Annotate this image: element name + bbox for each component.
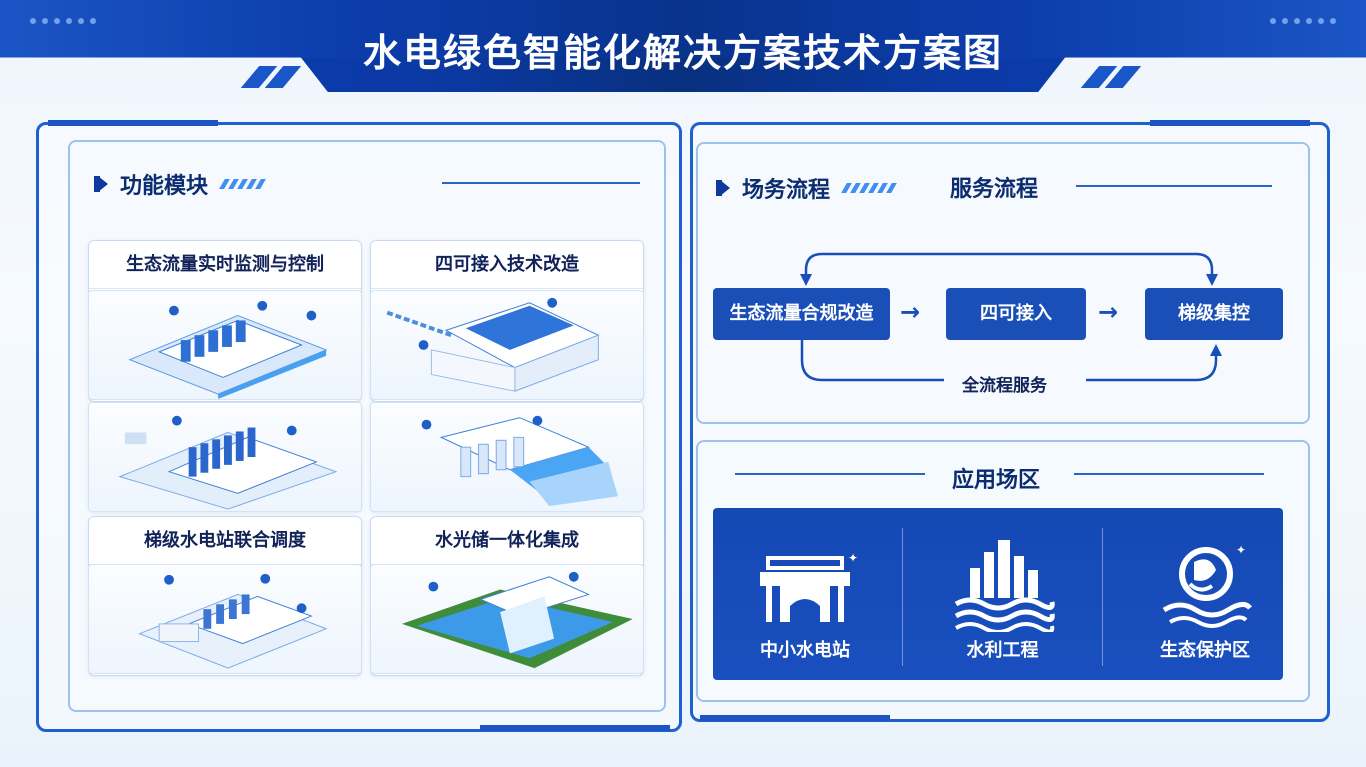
app-item-small-hydro[interactable]: ✦ 中小水电站 — [740, 548, 870, 662]
slash-decor — [219, 179, 266, 189]
app-divider — [902, 528, 903, 666]
water-project-icon — [954, 540, 1055, 634]
left-accent-bar-bottom — [480, 725, 670, 731]
app-item-water-project[interactable]: 水利工程 — [935, 538, 1070, 662]
header-band — [0, 0, 1366, 58]
dam-illustration — [370, 402, 644, 512]
module-label: 生态流量实时监测与控制 — [89, 241, 361, 289]
section-play-icon — [94, 176, 108, 192]
arrow-right-icon: → — [1098, 298, 1119, 326]
eco-reserve-icon: ✦ — [1162, 543, 1252, 628]
process-step-ecoflow[interactable]: 生态流量合规改造 — [713, 288, 890, 340]
app-label: 水利工程 — [966, 640, 1039, 661]
app-header-line-left — [735, 473, 925, 475]
page-title: 水电绿色智能化解决方案技术方案图 — [362, 31, 1003, 75]
left-header-line — [442, 182, 640, 184]
process-step-fourcan[interactable]: 四可接入 — [946, 288, 1086, 340]
module-label: 水光储一体化集成 — [371, 517, 643, 565]
process-title-right: 服务流程 — [950, 177, 1039, 202]
right-accent-bar-bottom — [700, 715, 890, 721]
header-decor-right — [1270, 18, 1336, 24]
process-section-header: 场务流程 — [716, 172, 897, 204]
app-label: 生态保护区 — [1160, 640, 1250, 661]
header-stripes-left — [240, 66, 310, 88]
left-section-title: 功能模块 — [120, 174, 209, 199]
slash-decor — [841, 183, 897, 193]
header-decor-left — [30, 18, 96, 24]
hydropower-station-icon: ✦ — [760, 551, 858, 622]
app-label: 中小水电站 — [760, 640, 850, 661]
process-step-cascade-control[interactable]: 梯级集控 — [1145, 288, 1283, 340]
right-accent-bar — [1150, 120, 1310, 126]
process-header-line — [1076, 185, 1272, 187]
svg-text:✦: ✦ — [848, 551, 858, 565]
app-header-line-right — [1074, 473, 1264, 475]
svg-text:✦: ✦ — [1236, 543, 1246, 557]
cascade-illustration-2 — [88, 564, 362, 674]
cascade-illustration-1 — [88, 402, 362, 512]
solar-storage-illustration — [370, 564, 644, 674]
process-title-left: 场务流程 — [742, 178, 831, 203]
left-accent-bar — [48, 120, 218, 126]
ecoflow-illustration — [88, 290, 362, 400]
fourcan-illustration — [370, 290, 644, 400]
section-play-icon — [716, 180, 730, 196]
module-label: 梯级水电站联合调度 — [89, 517, 361, 565]
arrow-right-icon: → — [900, 298, 921, 326]
loop-label: 全流程服务 — [962, 376, 1047, 396]
left-section-header: 功能模块 — [94, 168, 266, 200]
app-item-eco-reserve[interactable]: ✦ 生态保护区 — [1135, 540, 1275, 662]
process-loop-arrows — [800, 252, 1222, 382]
app-divider — [1102, 528, 1103, 666]
module-label: 四可接入技术改造 — [371, 241, 643, 289]
header-stripes-right — [1080, 66, 1150, 88]
application-title: 应用场区 — [952, 468, 1041, 493]
